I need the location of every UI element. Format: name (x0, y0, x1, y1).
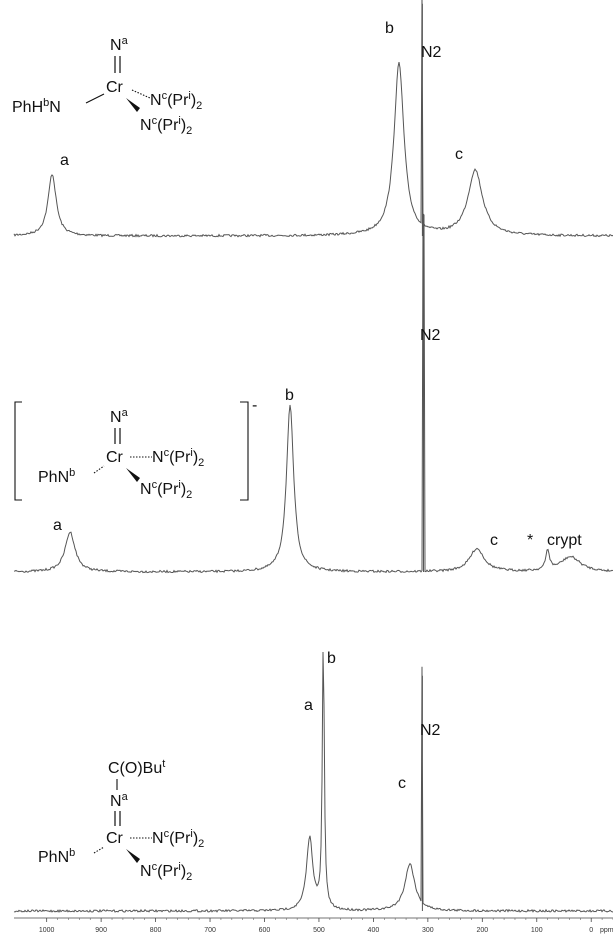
amide-1: Nc(Pri)2 (152, 828, 204, 850)
x-tick-label: 600 (259, 927, 271, 934)
x-tick-label: 200 (476, 927, 488, 934)
r-group-1: PhHbN (12, 97, 61, 116)
amide-1: Nc(Pri)2 (150, 90, 202, 112)
x-tick-label: 900 (95, 927, 107, 934)
atom-cr: Cr (106, 79, 124, 96)
bracket-right (240, 401, 249, 501)
wedge-bond (126, 98, 140, 112)
spectrum-panel-3: a b c N2 C(O)But Na Cr PhNb Nc(Pri)2 (13, 650, 613, 914)
peak-label-b: b (285, 387, 294, 404)
peak-label-b: b (327, 650, 336, 667)
amide-1: Nc(Pri)2 (152, 447, 204, 469)
atom-na: Na (110, 35, 129, 54)
atom-cr: Cr (106, 830, 124, 847)
spectrum-panel-2: a b c N2 * crypt - Na Cr PhNb Nc(Pri)2 (13, 212, 613, 574)
bracket-left (14, 401, 22, 501)
amide-2: Nc(Pri)2 (140, 115, 192, 137)
x-tick-label: 0 (589, 927, 593, 934)
peak-label-a: a (304, 697, 313, 714)
amide-2: Nc(Pri)2 (140, 479, 192, 501)
r-group-2: PhNb (38, 467, 75, 486)
peak-label-a: a (53, 517, 62, 534)
peak-label-c: c (455, 146, 463, 163)
complex-charge: - (252, 397, 257, 414)
peak-label-b: b (385, 20, 394, 37)
x-tick-label: 300 (422, 927, 434, 934)
bond (85, 93, 105, 104)
peak-label-n2: N2 (421, 44, 442, 61)
peak-label-c: c (490, 532, 498, 549)
spectrum-trace-1 (13, 0, 613, 238)
spectrum-trace-3 (13, 651, 613, 914)
peak-label-star: * (527, 532, 533, 549)
x-tick-label: 100 (531, 927, 543, 934)
wedge-bond (126, 849, 140, 863)
hashed-bond (131, 89, 151, 99)
peak-label-n2: N2 (420, 327, 441, 344)
x-unit-label: ppm (600, 927, 613, 934)
structure-3: C(O)But Na Cr PhNb Nc(Pri)2 Nc(Pri)2 (38, 758, 204, 883)
structure-1: Na Cr PhHbN Nc(Pri)2 Nc(Pri)2 (12, 35, 202, 137)
x-tick-label: 500 (313, 927, 325, 934)
spectrum-panel-1: a b c N2 Na Cr PhHbN Nc(Pri)2 Nc(Pri)2 (12, 0, 613, 238)
atom-na: Na (110, 407, 129, 426)
r-group-3: PhNb (38, 847, 75, 866)
peak-label-crypt: crypt (547, 532, 582, 549)
wedge-bond (126, 468, 140, 482)
structure-2: - Na Cr PhNb Nc(Pri)2 Nc(Pri)2 (14, 397, 257, 501)
x-tick-label: 700 (204, 927, 216, 934)
x-tick-label: 400 (368, 927, 380, 934)
hashed-bond (93, 465, 105, 474)
spectrum-trace-2 (13, 212, 613, 574)
peak-label-c: c (398, 775, 406, 792)
amide-2: Nc(Pri)2 (140, 861, 192, 883)
x-tick-label: 1000 (39, 927, 55, 934)
atom-na: Na (110, 791, 129, 810)
x-tick-label: 800 (150, 927, 162, 934)
peak-label-a: a (60, 152, 69, 169)
atom-cr: Cr (106, 449, 124, 466)
acyl-group: C(O)But (108, 758, 165, 777)
peak-label-n2: N2 (420, 722, 441, 739)
hashed-bond (93, 846, 105, 854)
